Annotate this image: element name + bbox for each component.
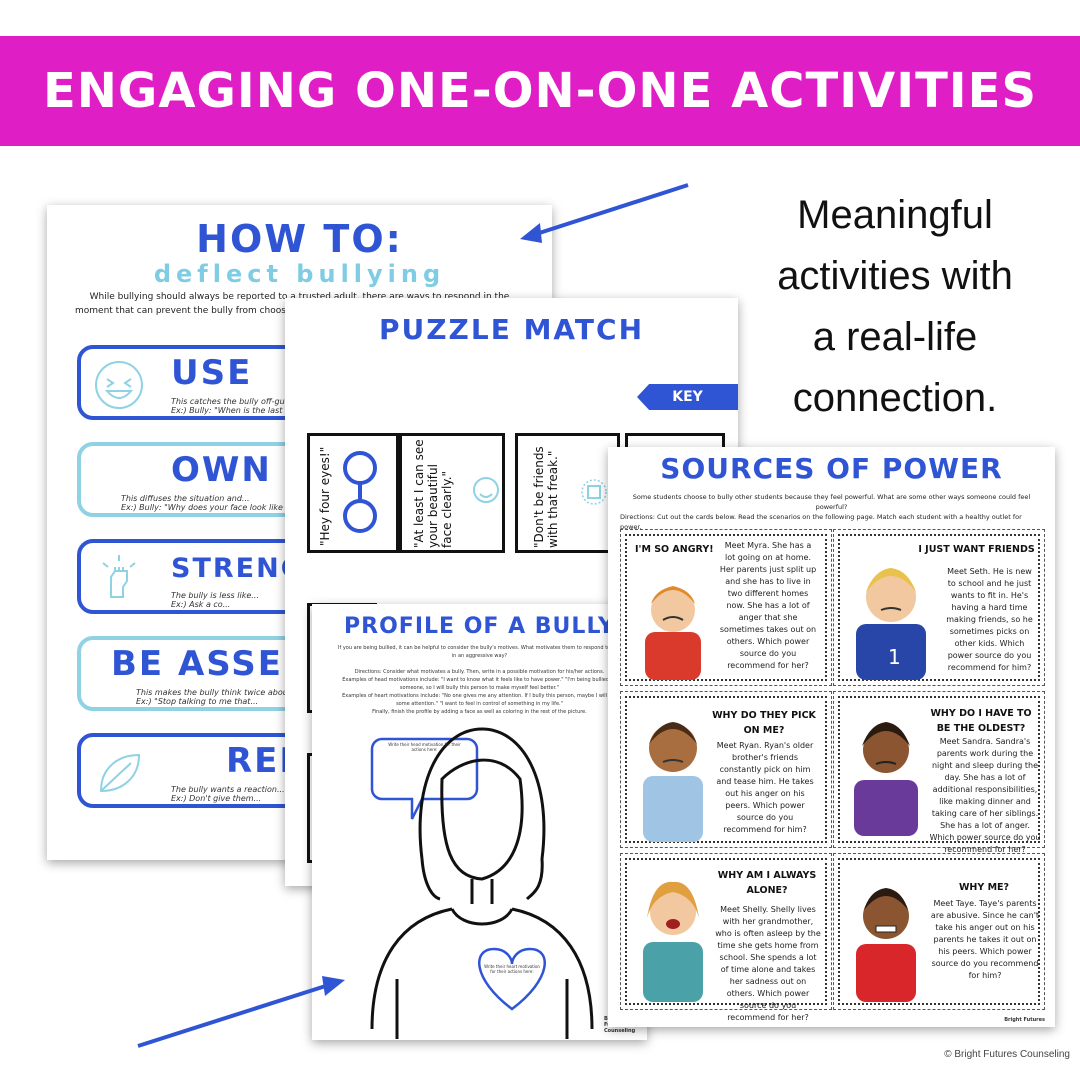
how-to-subtitle: deflect bullying (153, 260, 446, 288)
profile-title: PROFILE OF A BULLY (344, 614, 615, 639)
tactic-title: STRENG (171, 553, 305, 584)
sources-intro: Some students choose to bully other stud… (632, 493, 1031, 511)
piece-text: "Don't be friends with that freak." (532, 446, 560, 548)
card-body: Meet Ryan. Ryan's older brother's friend… (716, 741, 814, 834)
card-body: Meet Sandra. Sandra's parents work durin… (929, 737, 1041, 854)
tagline: Meaningful activities with a real-life c… (760, 185, 1030, 429)
card-heading: WHY DO I HAVE TO BE THE OLDEST? (930, 708, 1032, 734)
laughing-face-icon (95, 361, 143, 409)
angry-girl-illustration (645, 586, 701, 680)
tagline-line: activities with (777, 254, 1013, 298)
profile-heart-examples: Examples of heart motivations include: "… (342, 693, 617, 707)
card-heading: WHY ME? (958, 882, 1010, 893)
profile-intro: If you are being bullied, it can be help… (338, 645, 621, 659)
tactic-desc: The bully wants a reaction...Ex:) Don't … (171, 785, 285, 803)
card-heading: WHY AM I ALWAYS ALONE? (717, 870, 817, 896)
boy-jersey-illustration: 1 (856, 568, 926, 680)
card-heading: WHY DO THEY PICK ON ME? (712, 710, 816, 736)
header-banner: ENGAGING ONE-ON-ONE ACTIVITIES (0, 36, 1080, 146)
puzzle-title: PUZZLE MATCH (378, 313, 645, 346)
puzzle-piece: "At least I can see your beautiful face … (399, 433, 505, 553)
piece-text: "At least I can see your beautiful face … (412, 439, 454, 548)
profile-directions: Directions: Consider what motivates a bu… (354, 669, 605, 675)
student-card: WHY AM I ALWAYS ALONE? Meet Shelly. Shel… (620, 853, 832, 1022)
crying-girl-illustration (643, 881, 703, 1002)
student-card: I JUST WANT FRIENDS Meet Seth. He is new… (833, 529, 1045, 686)
how-to-title: HOW TO: (196, 217, 403, 261)
profile-head-examples: Examples of head motivations include: "I… (342, 677, 617, 691)
svg-text:1: 1 (888, 645, 901, 669)
card-heading: I JUST WANT FRIENDS (918, 544, 1035, 555)
tactic-desc: This catches the bully off-guar...Ex:) B… (171, 397, 300, 415)
tactic-title: USE (171, 353, 253, 393)
puzzle-piece: "Don't be friends with that freak." (515, 433, 620, 553)
glasses-icon (343, 451, 377, 533)
angry-boy-illustration (856, 888, 916, 1002)
heart-text: Write their heart motivation for their a… (484, 964, 540, 974)
head-bubble-text: Write their head motivation for their ac… (388, 742, 461, 752)
tactic-title: OWN (171, 450, 272, 490)
sources-directions: Directions: Cut out the cards below. Rea… (620, 513, 1022, 531)
tagline-line: a real-life (812, 315, 978, 359)
key-tag: KEY (637, 384, 738, 410)
tagline-line: Meaningful (797, 193, 993, 237)
sources-title: SOURCES OF POWER (660, 452, 1003, 485)
copyright-text: © Bright Futures Counseling (944, 1049, 1070, 1060)
profile-finally: Finally, finish the profile by adding a … (372, 709, 587, 715)
card-body: Meet Seth. He is new to school and he ju… (946, 567, 1033, 672)
person-outline (370, 727, 594, 1039)
card-body: Meet Taye. Taye's parents are abusive. S… (930, 899, 1040, 980)
leaf-icon (99, 753, 141, 793)
tactic-title: BE ASSE (111, 644, 283, 684)
fist-icon (581, 479, 607, 505)
student-card: WHY DO I HAVE TO BE THE OLDEST? Meet San… (833, 691, 1045, 854)
boy-sad-illustration (643, 722, 703, 842)
tagline-line: connection. (792, 376, 998, 420)
student-card: WHY ME? Meet Taye. Taye's parents are ab… (833, 853, 1045, 1010)
card-heading: I'M SO ANGRY! (635, 544, 714, 555)
brand-logo: Bright Futures (1004, 1017, 1045, 1023)
card-body: Meet Shelly. Shelly lives with her grand… (715, 905, 821, 1022)
puzzle-piece: "Hey four eyes!" (307, 433, 399, 553)
card-body: Meet Myra. She has a lot going on at hom… (719, 541, 817, 670)
sources-of-power-page: SOURCES OF POWER Some students choose to… (608, 447, 1055, 1027)
profile-page: PROFILE OF A BULLY If you are being bull… (312, 604, 647, 1040)
girl-arms-crossed-illustration (854, 722, 918, 836)
tactic-desc: This diffuses the situation and...Ex:) B… (121, 494, 338, 512)
student-card: I'M SO ANGRY! Meet Myra. She has a lot g… (620, 529, 832, 686)
student-card: WHY DO THEY PICK ON ME? Meet Ryan. Ryan'… (620, 691, 832, 848)
smiley-icon (473, 477, 499, 503)
tactic-desc: The bully is less like...Ex:) Ask a co..… (171, 591, 259, 609)
banner-title: ENGAGING ONE-ON-ONE ACTIVITIES (42, 63, 1038, 119)
tactic-desc: This makes the bully think twice about h… (136, 688, 307, 706)
piece-text: "Hey four eyes!" (318, 446, 332, 546)
raised-fist-icon (102, 555, 136, 598)
